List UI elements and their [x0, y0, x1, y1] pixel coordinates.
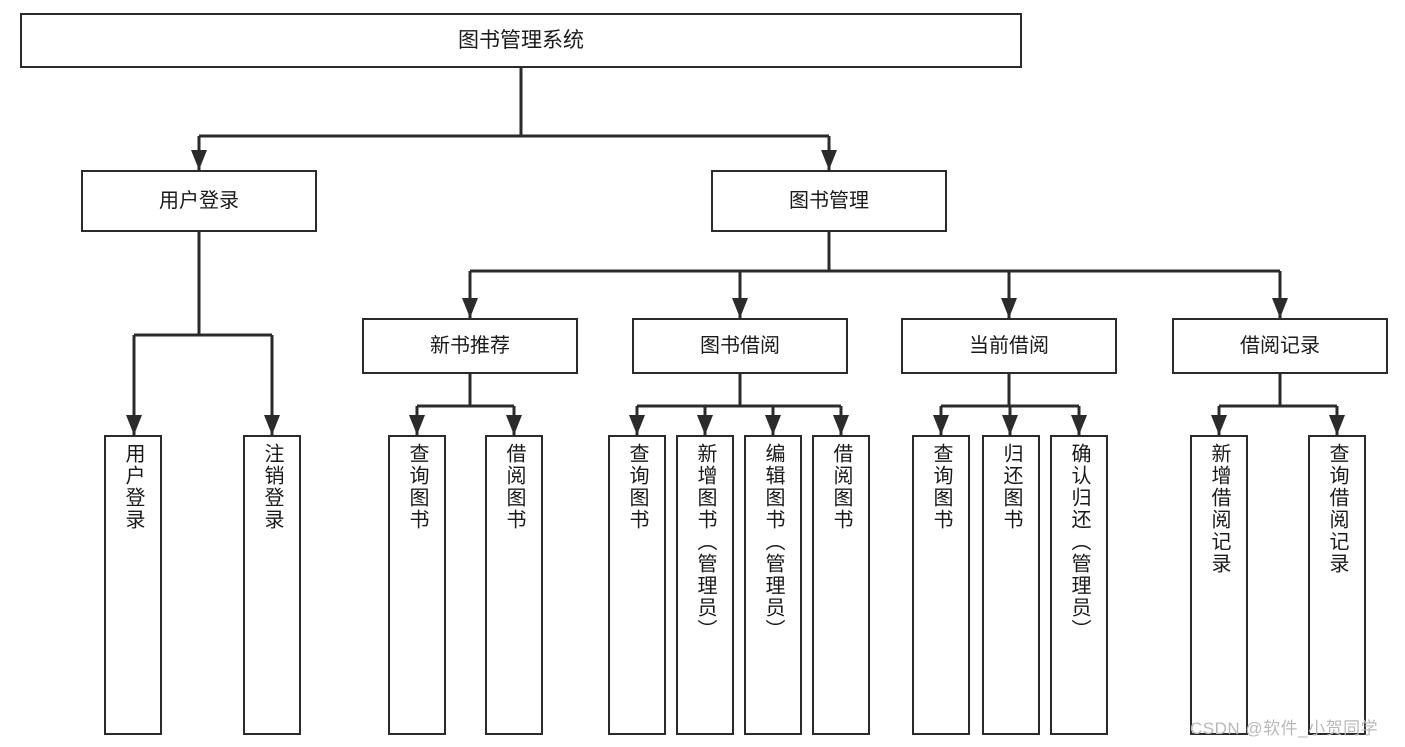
node-user-login[interactable]: 用户登录	[81, 170, 317, 232]
node-leaf-rec-borrow[interactable]: 借阅图书	[485, 435, 543, 735]
node-root[interactable]: 图书管理系统	[20, 13, 1022, 68]
node-borrow-record[interactable]: 借阅记录	[1172, 318, 1388, 374]
arrowhead-bus-book-manage-6	[1001, 298, 1017, 318]
node-current-borrow[interactable]: 当前借阅	[901, 318, 1117, 374]
arrowhead-bus-user-login-3	[264, 415, 280, 435]
node-label: 新书推荐	[430, 334, 510, 357]
node-new-book-rec[interactable]: 新书推荐	[362, 318, 578, 374]
arrowhead-bus-borrow-record-18	[1329, 415, 1345, 435]
node-leaf-bb-query[interactable]: 查询图书	[608, 435, 666, 735]
arrowhead-bus-current-borrow-15	[1002, 415, 1018, 435]
node-label: 借阅图书	[830, 443, 852, 531]
watermark-label: CSDN @软件_小贺同学	[1190, 719, 1379, 738]
arrowhead-bus-user-login-2	[126, 415, 142, 435]
node-leaf-bb-edit[interactable]: 编辑图书（管理员）	[744, 435, 802, 735]
node-label: 图书借阅	[700, 334, 780, 357]
arrowhead-bus-new-book-rec-9	[506, 415, 522, 435]
node-label: 新增借阅记录	[1208, 443, 1230, 575]
arrowhead-bus-root-1	[821, 150, 837, 170]
node-label: 查询图书	[626, 443, 648, 531]
node-label: 确认归还（管理员）	[1068, 443, 1090, 641]
node-label: 查询图书	[930, 443, 952, 531]
arrowhead-bus-borrow-record-17	[1211, 415, 1227, 435]
node-label: 用户登录	[159, 189, 239, 212]
arrowhead-bus-book-borrow-11	[697, 415, 713, 435]
arrowhead-bus-current-borrow-16	[1071, 415, 1087, 435]
node-label: 新增图书（管理员）	[694, 443, 716, 641]
node-label: 查询图书	[406, 443, 428, 531]
arrowhead-bus-book-borrow-10	[629, 415, 645, 435]
node-label: 图书管理系统	[458, 28, 584, 52]
arrowhead-bus-book-manage-5	[732, 298, 748, 318]
arrowhead-bus-root-0	[191, 150, 207, 170]
arrowhead-bus-new-book-rec-8	[409, 415, 425, 435]
node-label: 归还图书	[1000, 443, 1022, 531]
arrowhead-bus-book-manage-7	[1272, 298, 1288, 318]
node-label: 查询借阅记录	[1326, 443, 1348, 575]
node-book-manage[interactable]: 图书管理	[711, 170, 947, 232]
node-label: 用户登录	[122, 443, 144, 531]
arrowhead-bus-book-borrow-13	[833, 415, 849, 435]
node-leaf-br-query[interactable]: 查询借阅记录	[1308, 435, 1366, 735]
node-leaf-logout[interactable]: 注销登录	[243, 435, 301, 735]
node-leaf-bb-borrow[interactable]: 借阅图书	[812, 435, 870, 735]
node-leaf-rec-query[interactable]: 查询图书	[388, 435, 446, 735]
node-leaf-cb-confirm[interactable]: 确认归还（管理员）	[1050, 435, 1108, 735]
node-label: 借阅记录	[1240, 334, 1320, 357]
arrowhead-bus-current-borrow-14	[933, 415, 949, 435]
node-leaf-user-login[interactable]: 用户登录	[104, 435, 162, 735]
node-label: 注销登录	[261, 443, 283, 531]
node-leaf-cb-query[interactable]: 查询图书	[912, 435, 970, 735]
node-leaf-br-add[interactable]: 新增借阅记录	[1190, 435, 1248, 735]
node-label: 当前借阅	[969, 334, 1049, 357]
node-label: 借阅图书	[503, 443, 525, 531]
node-label: 图书管理	[789, 189, 869, 212]
node-book-borrow[interactable]: 图书借阅	[632, 318, 848, 374]
node-label: 编辑图书（管理员）	[762, 443, 784, 641]
arrowhead-bus-book-borrow-12	[765, 415, 781, 435]
node-leaf-cb-return[interactable]: 归还图书	[982, 435, 1040, 735]
arrowhead-bus-book-manage-4	[462, 298, 478, 318]
node-leaf-bb-add[interactable]: 新增图书（管理员）	[676, 435, 734, 735]
